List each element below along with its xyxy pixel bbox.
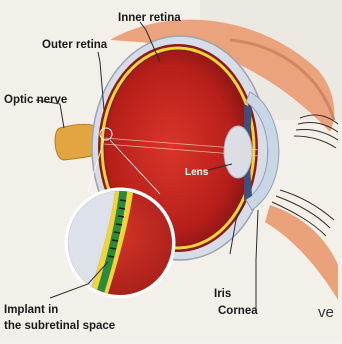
label-lens: Lens — [185, 167, 209, 178]
label-outer-retina: Outer retina — [42, 39, 108, 51]
background-text: ve — [318, 304, 334, 321]
label-optic-nerve: Optic nerve — [4, 94, 67, 106]
label-iris: Iris — [214, 288, 231, 300]
label-cornea: Cornea — [218, 305, 258, 317]
lens-shape — [224, 126, 252, 178]
label-inner-retina: Inner retina — [118, 12, 181, 24]
label-implant-line2: the subretinal space — [4, 320, 115, 332]
label-implant-line1: Implant in — [4, 304, 58, 316]
